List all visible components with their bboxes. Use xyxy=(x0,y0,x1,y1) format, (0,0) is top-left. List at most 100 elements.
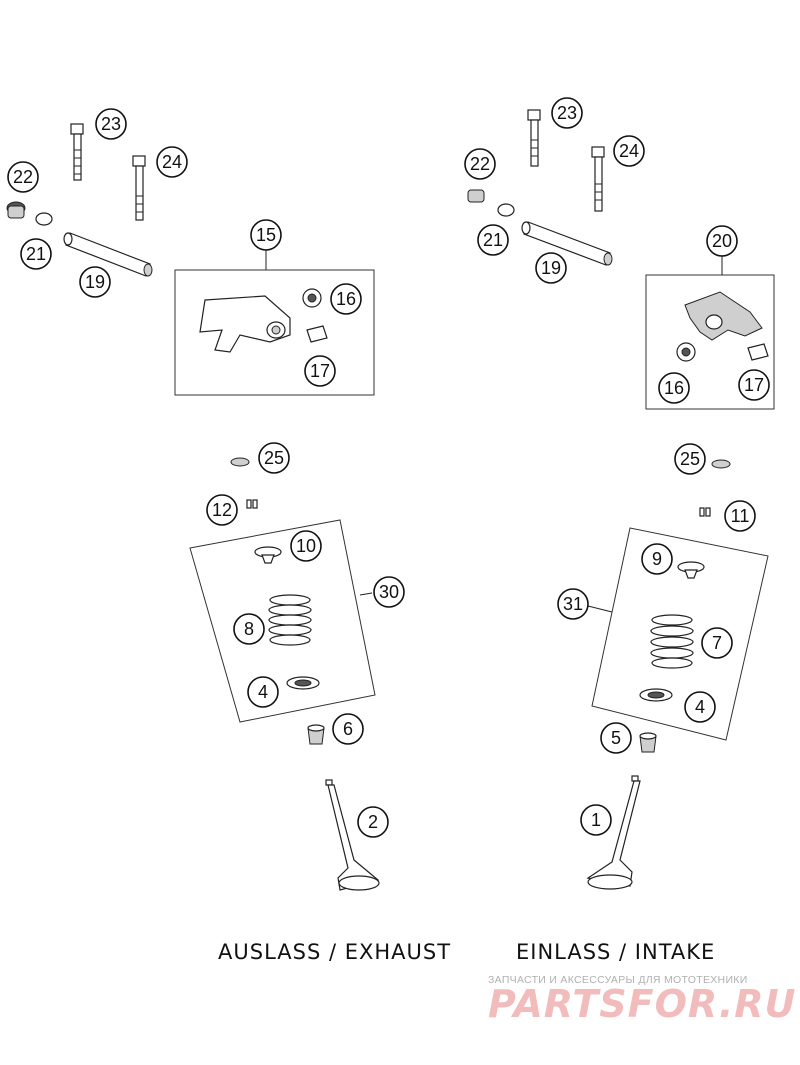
svg-text:12: 12 xyxy=(212,500,232,520)
svg-text:1: 1 xyxy=(591,810,601,830)
svg-text:22: 22 xyxy=(470,154,490,174)
spring-seat-4-in xyxy=(639,688,673,702)
callout-5: 5 xyxy=(600,722,632,754)
caption-exhaust: AUSLASS / EXHAUST xyxy=(218,940,452,964)
caption-intake: EINLASS / INTAKE xyxy=(516,940,716,964)
group-box-31 xyxy=(591,527,769,741)
keepers-11-in xyxy=(699,507,711,517)
svg-text:10: 10 xyxy=(296,536,316,556)
group-box-15 xyxy=(174,269,375,396)
svg-text:2: 2 xyxy=(368,812,378,832)
svg-text:25: 25 xyxy=(264,448,284,468)
valve-seal-6 xyxy=(307,724,325,745)
svg-text:30: 30 xyxy=(379,582,399,602)
svg-text:15: 15 xyxy=(256,225,276,245)
valve-seal-5 xyxy=(639,732,657,753)
o-ring-21-ex xyxy=(35,212,53,226)
svg-text:20: 20 xyxy=(712,231,732,251)
rocker-arm-ex xyxy=(199,295,291,353)
callout-19-ex: 19 xyxy=(79,266,111,298)
spring-retainer-9 xyxy=(677,561,705,579)
callout-24-in: 24 xyxy=(613,135,645,167)
bolt-23-in xyxy=(527,109,541,167)
callout-16-in: 16 xyxy=(658,372,690,404)
valve-spring-8 xyxy=(268,594,312,646)
valve-spring-7 xyxy=(650,614,694,669)
callout-10: 10 xyxy=(290,530,322,562)
svg-text:6: 6 xyxy=(343,719,353,739)
callout-7: 7 xyxy=(701,627,733,659)
plug-22-in xyxy=(467,189,485,203)
callout-4-in: 4 xyxy=(684,691,716,723)
exhaust-assembly xyxy=(6,123,380,891)
svg-text:17: 17 xyxy=(744,375,764,395)
svg-text:8: 8 xyxy=(244,619,254,639)
bearing-16-ex xyxy=(302,288,322,308)
watermark-logo: PARTSFOR.RU xyxy=(488,982,797,1026)
callout-21-in: 21 xyxy=(477,224,509,256)
callout-15: 15 xyxy=(250,219,282,251)
svg-text:25: 25 xyxy=(680,449,700,469)
svg-text:17: 17 xyxy=(310,361,330,381)
callout-6: 6 xyxy=(332,713,364,745)
bearing-16-in xyxy=(676,342,696,362)
callout-22-ex: 22 xyxy=(7,161,39,193)
callout-11: 11 xyxy=(724,500,756,532)
shim-25-ex xyxy=(230,457,250,467)
rocker-arm-in xyxy=(684,291,763,341)
callout-9: 9 xyxy=(641,543,673,575)
svg-text:4: 4 xyxy=(695,697,705,717)
callout-16-ex: 16 xyxy=(330,283,362,315)
intake-assembly xyxy=(467,109,775,890)
callout-22-in: 22 xyxy=(464,148,496,180)
intake-valve-1 xyxy=(586,775,641,890)
spring-seat-4-ex xyxy=(286,676,320,690)
exhaust-valve-2 xyxy=(325,779,380,891)
o-ring-21-in xyxy=(497,203,515,217)
callout-20: 20 xyxy=(706,225,738,257)
callout-4-ex: 4 xyxy=(247,676,279,708)
rocker-shaft-19-in xyxy=(521,221,613,266)
svg-text:21: 21 xyxy=(26,244,46,264)
shim-25-in xyxy=(711,459,731,469)
callout-24-ex: 24 xyxy=(156,146,188,178)
svg-text:16: 16 xyxy=(664,378,684,398)
callout-30: 30 xyxy=(373,576,405,608)
callout-31: 31 xyxy=(557,588,589,620)
svg-text:16: 16 xyxy=(336,289,356,309)
pin-17-ex xyxy=(306,325,328,343)
keepers-12-ex xyxy=(246,499,258,509)
svg-text:24: 24 xyxy=(162,152,182,172)
watermark-tagline: ЗАПЧАСТИ И АКСЕССУАРЫ ДЛЯ МОТОТЕХНИКИ xyxy=(488,974,748,986)
plug-22-ex xyxy=(6,201,26,219)
pin-17-in xyxy=(747,343,769,361)
svg-text:22: 22 xyxy=(13,167,33,187)
group-box-30 xyxy=(189,519,376,723)
svg-text:23: 23 xyxy=(557,103,577,123)
callout-23-ex: 23 xyxy=(95,108,127,140)
callout-25-in: 25 xyxy=(674,443,706,475)
bolt-24-in xyxy=(591,146,605,212)
svg-text:19: 19 xyxy=(85,272,105,292)
svg-text:31: 31 xyxy=(563,594,583,614)
callout-12: 12 xyxy=(206,494,238,526)
svg-text:9: 9 xyxy=(652,549,662,569)
callout-25-ex: 25 xyxy=(258,442,290,474)
svg-text:7: 7 xyxy=(712,633,722,653)
rocker-shaft-19-ex xyxy=(63,232,153,277)
bolt-24-ex xyxy=(132,155,146,221)
callout-17-in: 17 xyxy=(738,369,770,401)
svg-text:21: 21 xyxy=(483,230,503,250)
svg-text:11: 11 xyxy=(731,506,750,526)
callout-19-in: 19 xyxy=(535,252,567,284)
callout-17-ex: 17 xyxy=(304,355,336,387)
svg-text:19: 19 xyxy=(541,258,561,278)
spring-retainer-10 xyxy=(254,546,282,564)
callout-21-ex: 21 xyxy=(20,238,52,270)
svg-text:4: 4 xyxy=(258,682,268,702)
bolt-23-ex xyxy=(70,123,84,181)
callout-8: 8 xyxy=(233,613,265,645)
callout-2: 2 xyxy=(357,806,389,838)
svg-text:24: 24 xyxy=(619,141,639,161)
